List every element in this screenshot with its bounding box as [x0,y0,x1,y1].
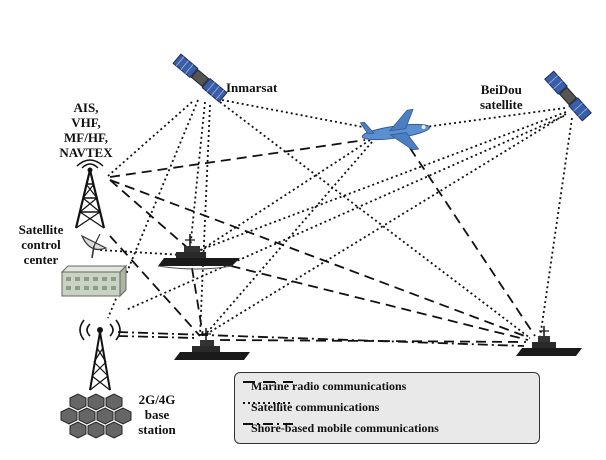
link-base-ship3 [117,331,525,347]
link-inmarsat-ship1 [189,101,206,251]
connection-lines [99,99,573,347]
link-tower-plane [109,139,366,178]
beidou-label-line2: satellite [480,97,523,112]
hexagon-grid [60,393,132,439]
beidou-label-line1: BeiDou [480,82,522,97]
legend-swatch-dashed [243,381,293,383]
ais-label-line1: AIS, [73,100,99,115]
link-dish-ship1 [99,249,183,256]
control-center-building [60,264,128,298]
legend-label: Shore-based mobile communications [251,420,439,435]
legend: Marine radio communications Satellite co… [234,372,540,444]
legend-item-satellite: Satellite communications [243,398,379,416]
link-tower-ship3 [109,179,531,339]
airplane-icon [359,108,431,151]
satcc-label-line1: Satellite [18,222,64,237]
ship-icon [516,326,582,356]
legend-swatch-dashdot [243,423,293,425]
legend-item-mobile: Shore-based mobile communications [243,419,439,437]
base-label-line1: 2G/4G [138,392,176,407]
base-station-label: 2G/4G base station [132,392,182,437]
link-plane-ship3 [409,147,536,337]
ais-label-line3: MF/HF, [64,130,108,145]
link-ship1-ship2 [191,267,204,337]
link-plane-ship1 [197,139,371,253]
link-beidou-ship1 [199,111,567,251]
satcc-label-line2: control [21,237,61,252]
link-inmarsat-ship2 [199,104,211,336]
link-beidou-ship3 [539,117,573,339]
link-base-ship2 [117,335,197,339]
legend-swatch-dotted [243,402,293,404]
link-inmarsat-plane [221,99,369,129]
satellite-icon [172,53,228,103]
link-beidou-base [125,115,565,311]
link-satcc-ship2 [109,235,201,337]
link-ship1-ship3 [214,261,529,341]
link-tower-ship1 [109,179,191,251]
ais-label-line4: NAVTEX [59,145,113,160]
cell-tower-icon [79,319,121,391]
base-label-line3: station [138,422,176,437]
dish-icon [80,233,108,259]
ship-icon [157,234,240,270]
inmarsat-label: Inmarsat [226,80,278,95]
radio-links [109,139,536,343]
radio-tower-icon [74,159,106,229]
satellite-icon [544,70,592,122]
satellite-control-center-label: Satellite control center [8,222,74,267]
beidou-label: BeiDou satellite [480,82,523,112]
legend-item-radio: Marine radio communications [243,377,406,395]
ship-icon [174,328,250,360]
link-beidou-ship2 [204,113,567,336]
link-inmarsat-tower [107,101,193,177]
ais-label-line2: VHF, [71,115,101,130]
satcc-label-line3: center [23,252,59,267]
ais-label: AIS, VHF, MF/HF, NAVTEX [54,100,118,160]
mobile-links [117,331,525,347]
base-label-line2: base [144,407,170,422]
